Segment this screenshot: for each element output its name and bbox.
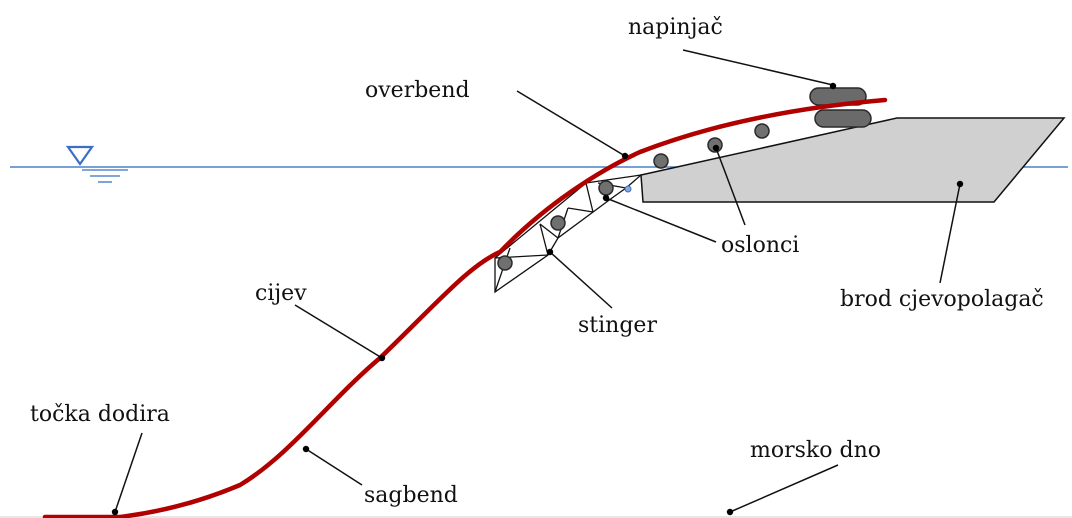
tensioner-label: napinjač [628, 15, 723, 40]
vessel-leader [939, 183, 961, 284]
stinger-leader [549, 251, 613, 309]
sagbend-label: sagbend [364, 483, 458, 508]
seabed-label: morsko dno [750, 438, 881, 463]
stinger-hinge [624, 185, 632, 193]
leader-dots [111, 82, 964, 516]
touchdown-label: točka dodira [30, 402, 170, 427]
supports-leader [715, 147, 746, 226]
pipe [42, 97, 888, 518]
roller [497, 255, 513, 271]
supports-label: oslonci [721, 233, 799, 258]
water-level-triangle-icon [65, 145, 128, 183]
touchdown-leader [114, 432, 143, 513]
roller [653, 153, 669, 169]
tensioner-leader [682, 49, 834, 86]
roller [550, 215, 566, 231]
vessel-label: brod cjevopolagač [840, 287, 1044, 312]
pipe-leader [294, 304, 383, 359]
leader-lines [114, 49, 961, 513]
overbend-label: overbend [365, 78, 470, 103]
seabed-leader [729, 464, 839, 513]
tensioner-tracks [809, 87, 872, 128]
pipe-label: cijev [255, 281, 307, 306]
overbend-leader [516, 90, 626, 157]
roller [598, 180, 614, 196]
stinger-label: stinger [578, 313, 657, 338]
roller [754, 123, 770, 139]
sagbend-leader [305, 448, 363, 486]
supports-leader [605, 197, 717, 243]
supports-rollers [497, 123, 770, 271]
